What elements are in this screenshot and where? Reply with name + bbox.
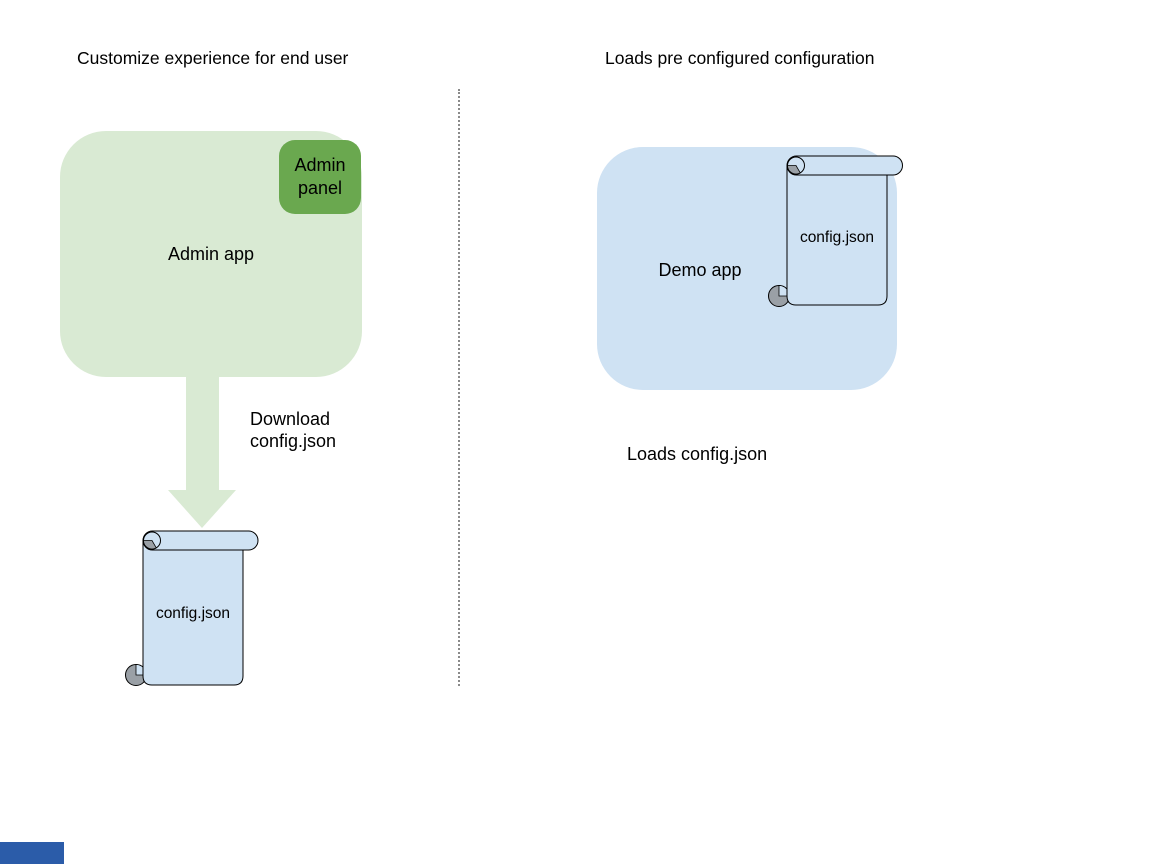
admin-panel-label-line2: panel	[297, 178, 343, 198]
loads-config-label: Loads config.json	[627, 444, 768, 464]
download-config-label-line1: Download	[250, 409, 331, 429]
scroll-body	[142, 539, 244, 686]
admin-panel-box: Admin panel	[279, 140, 361, 214]
left-section-title: Customize experience for end user	[77, 48, 349, 68]
bottom-left-blue-fragment	[0, 842, 64, 864]
download-config-label-line2: config.json	[250, 431, 337, 451]
config-json-scroll-right: config.json	[768, 155, 903, 307]
demo-app-label: Demo app	[658, 260, 742, 280]
section-divider-line	[458, 89, 460, 686]
right-section-title: Loads pre configured configuration	[605, 48, 875, 68]
admin-panel-label-line1: Admin	[294, 155, 346, 175]
config-json-label-left: config.json	[156, 605, 230, 622]
scroll-top-curl-shade	[143, 540, 157, 550]
download-arrow-icon	[168, 377, 236, 528]
config-json-label-right: config.json	[800, 229, 874, 246]
download-config-label: Download config.json	[250, 408, 336, 452]
arrow-shape	[168, 377, 236, 528]
config-json-scroll-left: config.json	[125, 530, 259, 686]
scroll-top-curl-shade	[787, 165, 801, 175]
scroll-body	[786, 164, 888, 306]
admin-app-label: Admin app	[167, 244, 255, 264]
